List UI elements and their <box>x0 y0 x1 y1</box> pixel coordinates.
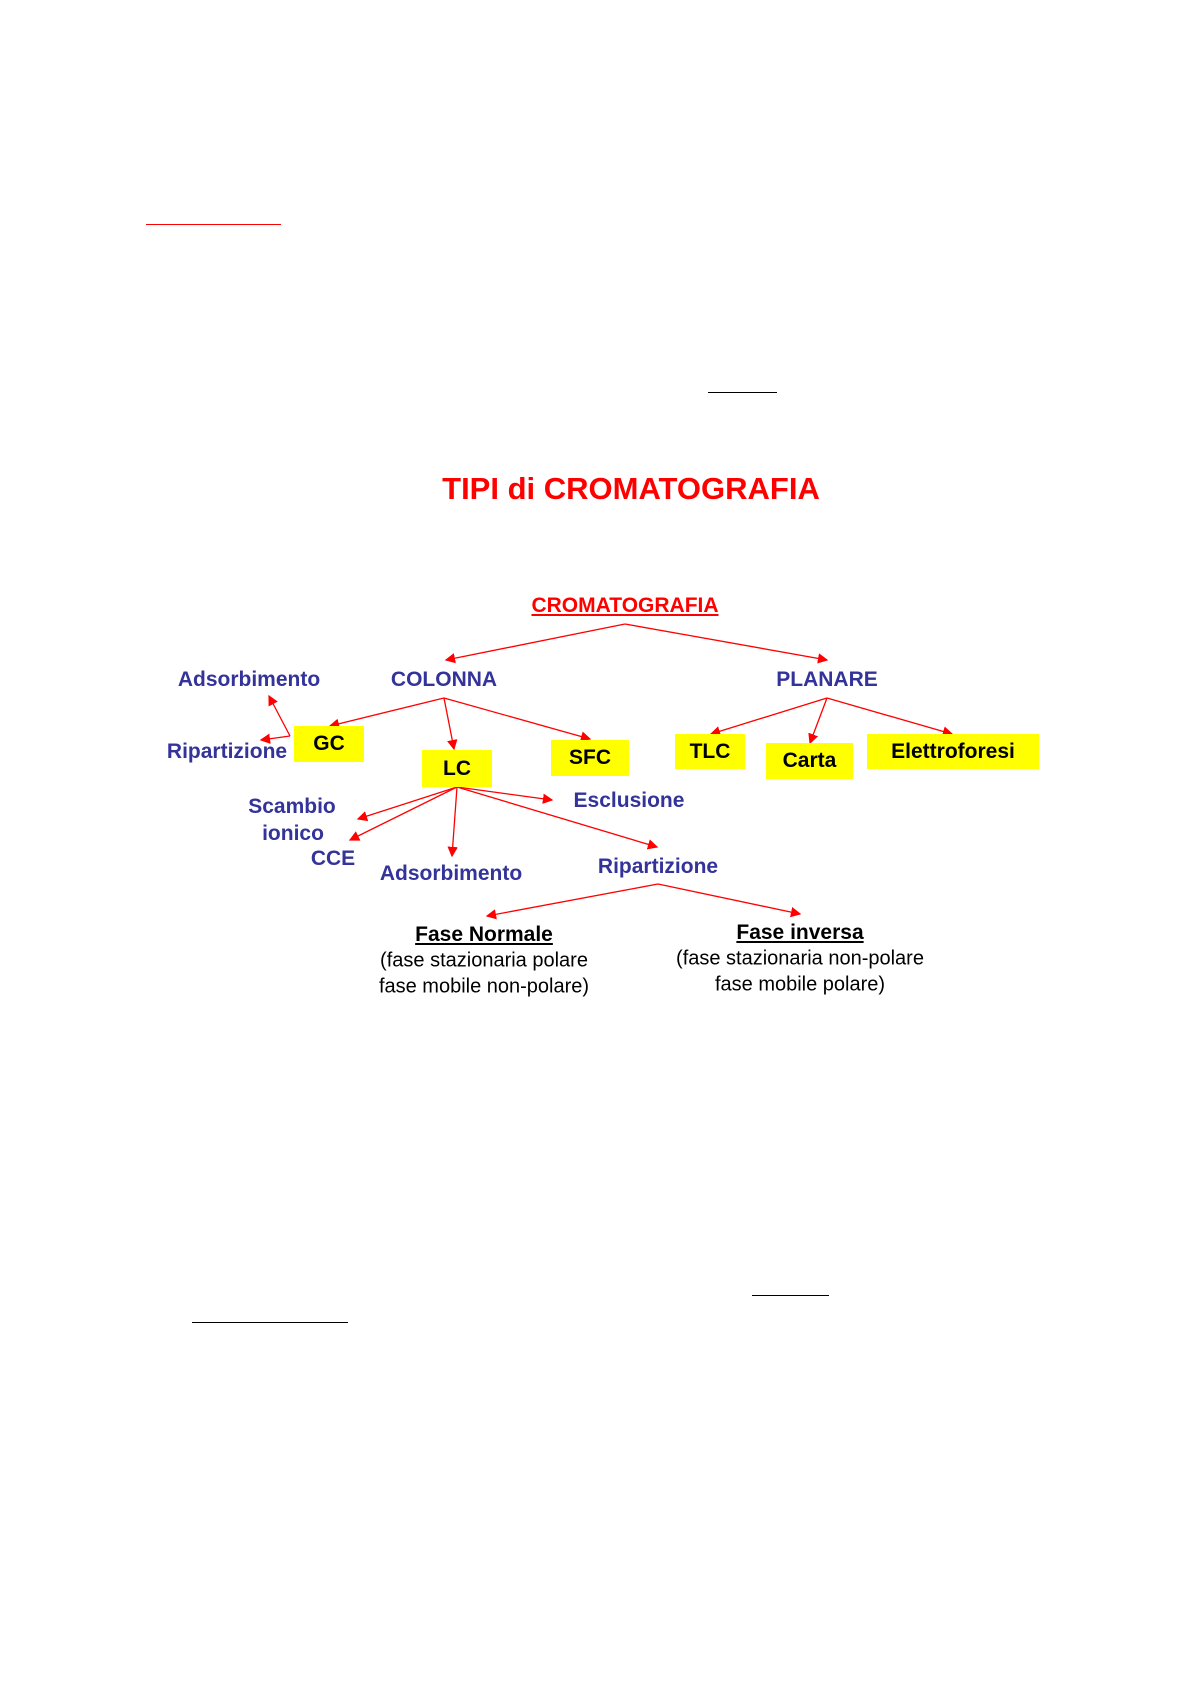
arrow-lc-cce <box>348 786 458 841</box>
fase-normale-desc-2: fase mobile non-polare) <box>378 975 590 998</box>
node-cce: CCE <box>310 847 356 870</box>
node-fase-inversa: Fase inversa <box>736 921 864 944</box>
arrow-colonna-sfc <box>443 697 592 742</box>
node-esclusione: Esclusione <box>573 789 685 812</box>
node-gc: GC <box>294 726 364 762</box>
page-title: TIPI di CROMATOGRAFIA <box>442 471 820 506</box>
fase-normale-desc-1: (fase stazionaria polare <box>380 949 588 972</box>
underline-rule <box>752 1295 829 1296</box>
node-elettroforesi: Elettroforesi <box>867 734 1039 769</box>
node-carta: Carta <box>766 743 853 779</box>
node-gc-ripartizione: Ripartizione <box>166 740 288 763</box>
node-ionico: ionico <box>262 822 324 845</box>
arrow-lc-esclusione <box>456 786 554 804</box>
arrow-ripartizione-normale <box>485 883 659 920</box>
node-sfc: SFC <box>551 740 629 776</box>
arrow-lc-ripartizione <box>456 786 659 850</box>
node-scambio: Scambio <box>248 795 336 818</box>
arrow-gc-adsorbimento <box>268 694 291 737</box>
node-lc-ripartizione: Ripartizione <box>597 855 719 878</box>
node-tlc: TLC <box>675 734 745 769</box>
arrow-colonna-gc <box>328 697 445 729</box>
underline-rule <box>192 1322 348 1323</box>
fase-inversa-desc-1: (fase stazionaria non-polare <box>676 947 924 970</box>
node-planare: PLANARE <box>776 668 878 691</box>
node-gc-adsorbimento: Adsorbimento <box>177 668 321 691</box>
fase-inversa-desc-2: fase mobile polare) <box>714 973 886 996</box>
underline-rule <box>146 224 281 225</box>
node-lc-adsorbimento: Adsorbimento <box>379 862 523 885</box>
arrow-ripartizione-inversa <box>657 883 802 918</box>
arrow-planare-tlc <box>709 697 828 737</box>
node-fase-normale: Fase Normale <box>415 923 553 946</box>
node-colonna: COLONNA <box>390 668 498 691</box>
arrow-root-planare <box>624 623 829 664</box>
arrow-lc-adsorbimento <box>447 786 458 858</box>
underline-rule <box>708 392 777 393</box>
node-lc: LC <box>422 750 492 787</box>
arrow-lc-scambio <box>356 786 458 822</box>
arrow-root-colonna <box>444 623 626 664</box>
arrow-colonna-lc <box>443 697 458 751</box>
arrow-planare-carta <box>808 697 828 745</box>
arrow-planare-elettroforesi <box>826 697 954 737</box>
node-cromatografia: CROMATOGRAFIA <box>531 594 719 617</box>
arrow-gc-ripartizione <box>259 733 291 744</box>
